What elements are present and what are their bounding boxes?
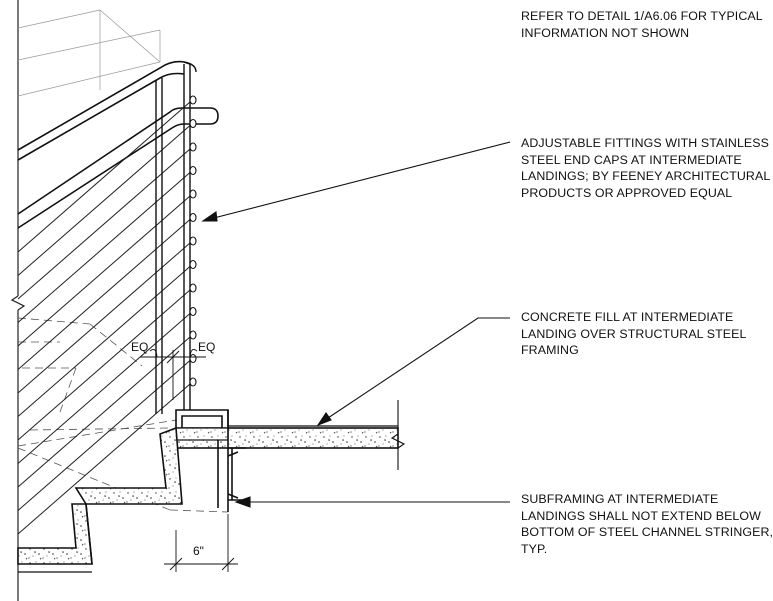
left-break-line (10, 0, 26, 601)
end-cap-fitting (189, 118, 197, 129)
cable-line (17, 195, 191, 347)
note-adjustable-fittings: ADJUSTABLE FITTINGS WITH STAINLESS STEEL… (521, 136, 771, 200)
stair-treads (17, 426, 183, 573)
slab-break-line (390, 400, 406, 470)
end-cap-fitting (189, 377, 197, 387)
note-refer-detail: REFER TO DETAIL 1/A6.06 FOR TYPICAL INFO… (521, 9, 763, 40)
six-inch-dimension (164, 514, 238, 572)
cable-line (17, 172, 191, 323)
end-cap-fitting (189, 95, 197, 105)
subframing-angle (227, 447, 246, 501)
cable-line (17, 266, 191, 417)
background-railing-lines (17, 9, 161, 97)
end-cap-fitting (189, 259, 197, 270)
end-cap-fitting (189, 142, 197, 152)
eq-right-label: EQ (198, 340, 215, 354)
eq-dimension (140, 349, 206, 400)
handrail-return (17, 107, 219, 229)
note-concrete-fill: CONCRETE FILL AT INTERMEDIATE LANDING OV… (521, 310, 747, 357)
six-inch-label: 6" (193, 544, 204, 558)
end-cap-fitting (189, 212, 197, 223)
end-cap-fitting (189, 330, 197, 340)
end-cap-fitting (189, 236, 197, 246)
cable-line (17, 219, 191, 370)
cable-line (17, 242, 191, 394)
end-cap-fitting (189, 353, 197, 364)
eq-left-label: EQ (131, 340, 148, 354)
end-cap-fitting (189, 283, 197, 293)
cable-fittings (189, 95, 197, 387)
leader-lines (201, 141, 511, 508)
end-cap-fitting (189, 165, 197, 176)
end-cap-fitting (189, 306, 197, 317)
cable-line (17, 125, 191, 276)
end-cap-fitting (189, 189, 197, 199)
steel-channel-stringer (175, 409, 229, 512)
note-subframing: SUBFRAMING AT INTERMEDIATE LANDINGS SHAL… (521, 492, 773, 556)
cable-line (17, 289, 191, 441)
sloped-handrail (17, 60, 197, 161)
cable-line (17, 101, 191, 253)
